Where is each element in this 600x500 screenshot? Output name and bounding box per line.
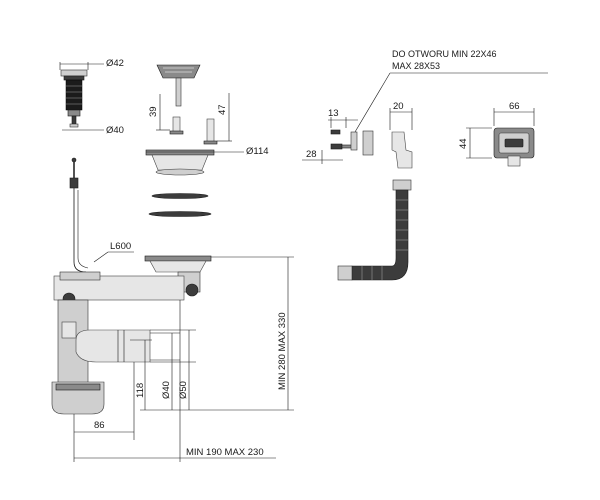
- dim-cover-width: 66: [509, 101, 520, 112]
- strainer-basket: [156, 64, 201, 107]
- dim-outlet-40: Ø40: [161, 381, 172, 399]
- sink-flange: Ø114: [145, 146, 269, 176]
- dim-height-range: MIN 280 MAX 330: [277, 312, 288, 390]
- note-hole-line2: MAX 28X53: [392, 61, 440, 71]
- overflow-cover: 66 44: [458, 101, 535, 167]
- dim-plug-base-diameter: Ø40: [106, 125, 124, 136]
- popup-plug: [60, 69, 88, 128]
- gaskets: [148, 193, 212, 217]
- dim-cable-length: L600: [110, 241, 131, 252]
- dim-screw-long: 47: [217, 104, 228, 115]
- dim-outlet-50: Ø50: [178, 381, 189, 399]
- dim-overflow-20: 20: [393, 101, 404, 112]
- screw-length-dimensions: 39 47: [148, 93, 232, 142]
- overflow-note: DO OTWORU MIN 22X46 MAX 28X53: [354, 49, 548, 133]
- dim-flange-diameter: Ø114: [246, 146, 269, 157]
- dim-screw-short: 39: [148, 106, 159, 117]
- dim-siphon-height: 118: [135, 383, 146, 398]
- mounting-screws: [169, 116, 218, 145]
- dim-cover-height: 44: [458, 138, 469, 149]
- dim-offset-86: 86: [94, 420, 105, 431]
- dim-overflow-28: 28: [306, 149, 317, 160]
- overflow-hose: [337, 179, 412, 281]
- assembled-siphon: [51, 255, 212, 415]
- dim-plug-diameter: Ø42: [106, 58, 124, 69]
- dim-overflow-13: 13: [328, 108, 339, 119]
- overflow-adapter: 20: [389, 101, 413, 169]
- siphon-dimensions: MIN 280 MAX 330 118 Ø40 Ø50 86 MIN 190 M…: [73, 256, 294, 462]
- dim-width-range: MIN 190 MAX 230: [186, 447, 264, 458]
- plug-diameter-dimension: Ø42 Ø40: [59, 58, 124, 136]
- bowden-cable: L600: [69, 157, 134, 273]
- overflow-screws: 13 28: [302, 108, 374, 164]
- note-hole-line1: DO OTWORU MIN 22X46: [392, 49, 497, 59]
